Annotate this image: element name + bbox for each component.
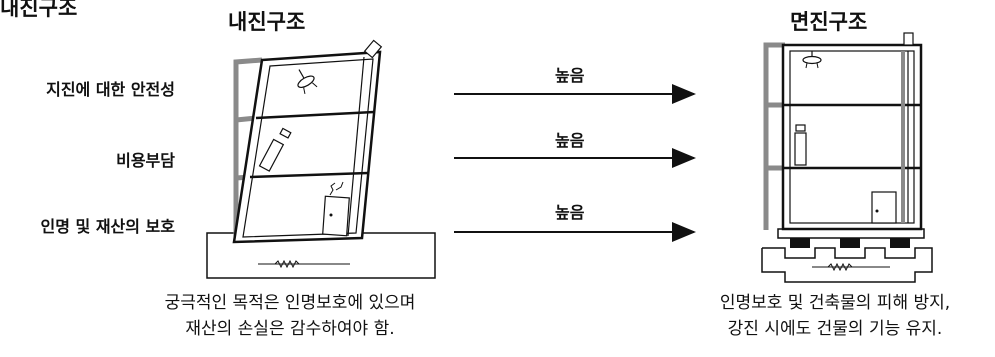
ceiling-lamp-icon: [802, 51, 822, 69]
falling-cabinet-icon: [258, 138, 285, 172]
seismic-caption-line-2: 재산의 손실은 감수하여야 함.: [185, 319, 395, 339]
isolation-frame: [781, 43, 923, 231]
seismic-caption: 궁극적인 목적은 인명보호에 있으며 재산의 손실은 감수하여야 함.: [130, 290, 450, 342]
isolation-ground-base: [761, 247, 933, 283]
page-title: 내진구조: [0, 0, 78, 20]
roof-box-icon: [363, 39, 383, 59]
door-icon: [871, 191, 897, 224]
criterion-label-safety: 지진에 대한 안전성: [46, 80, 175, 99]
roof-box-icon-upright: [903, 32, 914, 46]
arrow-label-protection: 높음: [555, 203, 585, 222]
seismic-wave-icon: [274, 259, 300, 269]
seismic-frame: [232, 50, 382, 244]
isolation-building: [761, 32, 933, 283]
seismic-structure-title: 내진구조: [228, 10, 306, 34]
criterion-label-protection: 인명 및 재산의 보호: [40, 217, 175, 236]
isolation-caption-line-2: 강진 시에도 건물의 기능 유지.: [727, 319, 943, 339]
seismic-building: [206, 39, 436, 279]
isolation-structure-title: 면진구조: [790, 10, 868, 34]
crack-icon: [329, 181, 344, 196]
isolator-pad-2: [840, 237, 860, 248]
cabinet-icon: [795, 124, 806, 132]
isolator-pad-1: [790, 237, 810, 248]
seismic-caption-line-1: 궁극적인 목적은 인명보호에 있으며: [164, 293, 416, 313]
arrow-label-cost: 높음: [555, 131, 585, 150]
isolation-caption: 인명보호 및 건축물의 피해 방지, 강진 시에도 건물의 기능 유지.: [680, 290, 990, 342]
cracked-door-icon: [322, 195, 350, 237]
criterion-label-cost: 비용부담: [116, 151, 175, 170]
swinging-lamp-icon: [297, 69, 318, 94]
isolation-caption-line-1: 인명보호 및 건축물의 피해 방지,: [719, 293, 951, 313]
isolator-pad-3: [890, 237, 910, 248]
arrow-label-safety: 높음: [555, 66, 585, 85]
isolation-wave-icon: [827, 262, 853, 272]
